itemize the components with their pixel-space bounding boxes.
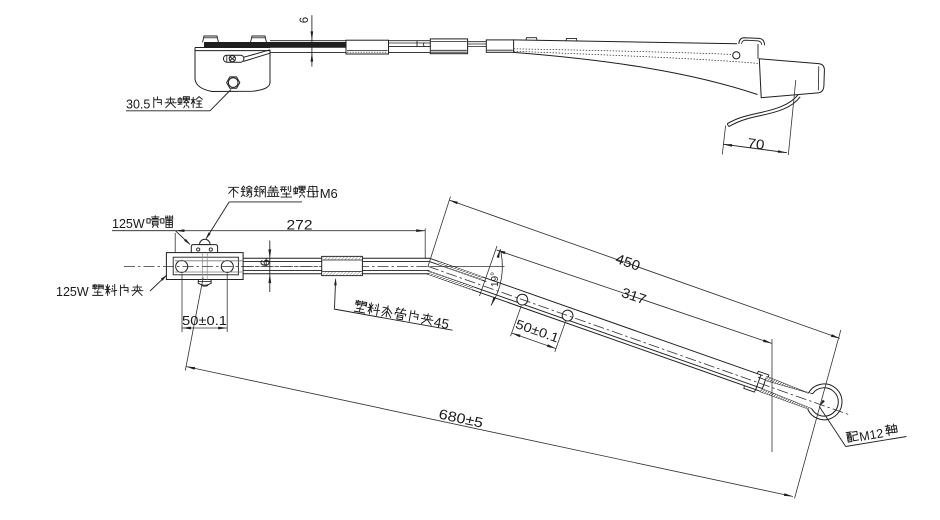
svg-text:M12: M12 xyxy=(858,426,884,444)
svg-text:317: 317 xyxy=(620,284,649,307)
svg-text:19°: 19° xyxy=(490,272,501,287)
svg-text:45: 45 xyxy=(433,314,450,331)
svg-text:50±0.1: 50±0.1 xyxy=(182,313,227,328)
svg-text:M6: M6 xyxy=(320,186,338,201)
svg-text:125W: 125W xyxy=(112,217,145,231)
svg-text:6: 6 xyxy=(257,259,272,266)
svg-text:272: 272 xyxy=(287,216,313,232)
svg-text:125W: 125W xyxy=(56,285,89,299)
svg-text:70: 70 xyxy=(747,135,766,152)
svg-text:30.5: 30.5 xyxy=(126,97,150,111)
svg-text:6: 6 xyxy=(299,17,311,23)
svg-text:450: 450 xyxy=(613,250,642,274)
